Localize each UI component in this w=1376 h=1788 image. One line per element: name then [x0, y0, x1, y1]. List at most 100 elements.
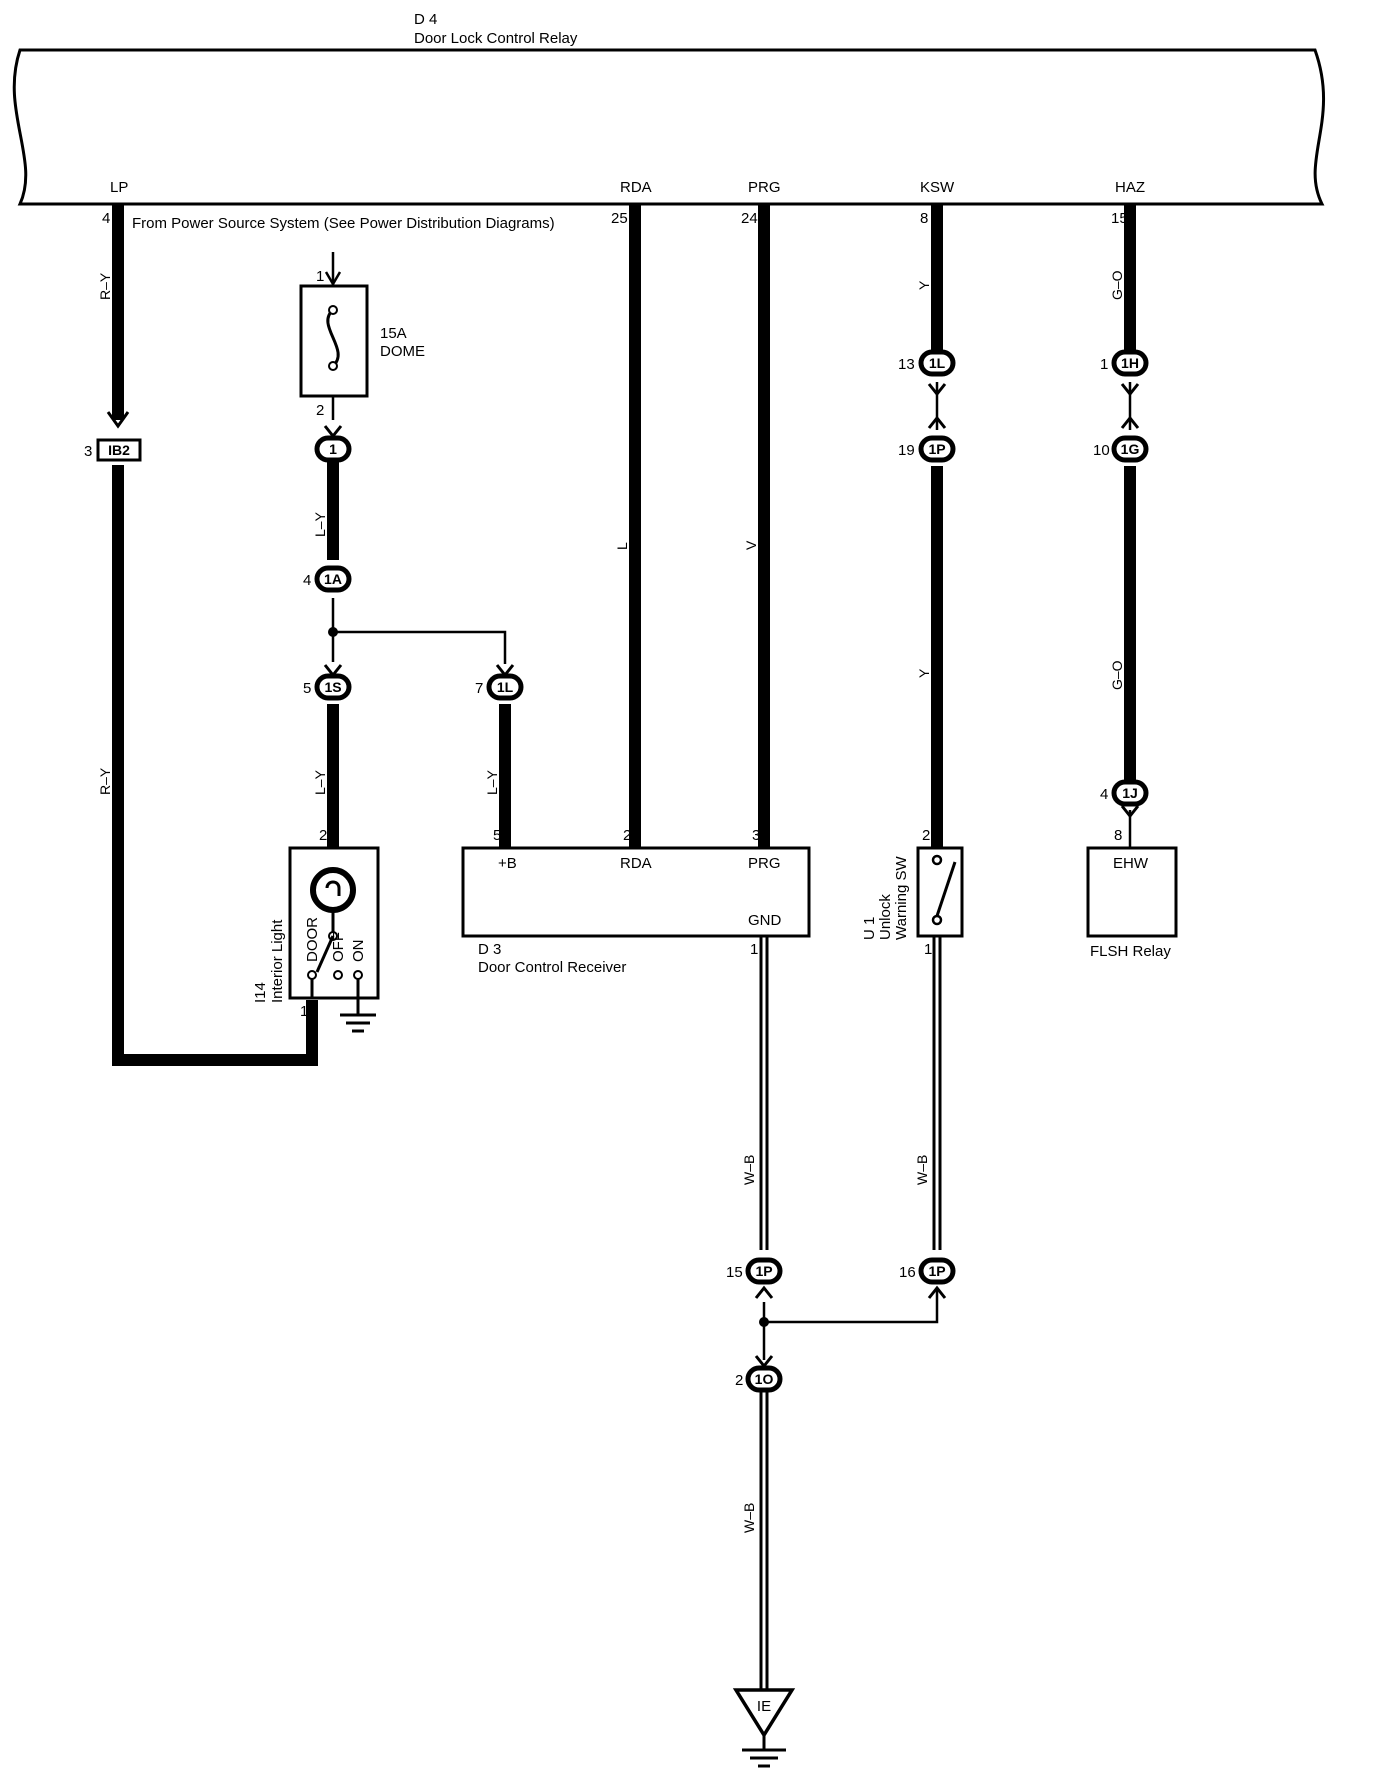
connector-1h: 1H 1 — [1100, 349, 1149, 377]
svg-text:13: 13 — [898, 356, 915, 373]
svg-text:1: 1 — [924, 941, 932, 958]
svg-text:1: 1 — [750, 941, 758, 958]
svg-text:3: 3 — [752, 827, 760, 844]
wire-color-lp-bottom: R–Y — [97, 767, 113, 795]
connector-1j: 1J 4 — [1100, 779, 1149, 819]
svg-text:19: 19 — [898, 442, 915, 459]
wire-color-prg: V — [743, 540, 759, 550]
pin-haz: 15 — [1111, 210, 1128, 227]
flasher-name: FLSH Relay — [1090, 943, 1171, 960]
wire-color-ksw-top: Y — [916, 280, 932, 290]
fuse-rating: 15A — [380, 325, 407, 342]
connector-1a: 1A 4 — [303, 565, 352, 593]
svg-text:8: 8 — [1114, 827, 1122, 844]
connector-1o: 1O 2 — [735, 1355, 783, 1393]
connector-1p-gnd16: 1P 16 — [899, 1257, 956, 1299]
relay-terminal-prg: PRG — [748, 179, 781, 196]
interior-light: 2 DOOR OFF ON I14 Interior Light 1 — [252, 827, 380, 1020]
pin-lp: 4 — [102, 210, 110, 227]
door-lock-control-relay: D 4 Door Lock Control Relay LP RDA PRG K… — [12, 11, 1325, 206]
interior-light-ref: I14 — [252, 982, 269, 1003]
lamp-icon — [310, 867, 356, 913]
door-control-receiver: 5 2 3 +B RDA PRG GND 1 D 3 Door Control … — [461, 827, 811, 976]
power-source-note: From Power Source System (See Power Dist… — [132, 215, 555, 232]
svg-text:1P: 1P — [928, 1263, 945, 1279]
svg-text:4: 4 — [1100, 786, 1108, 803]
connector-ib2: IB2 3 — [84, 438, 142, 462]
wire-color-dome-mid: L–Y — [312, 511, 328, 537]
svg-text:15: 15 — [726, 1264, 743, 1281]
svg-text:5: 5 — [493, 827, 501, 844]
fuse-dome: 15A DOME 1 2 — [299, 268, 425, 419]
svg-text:1: 1 — [300, 1003, 308, 1020]
connector-1l-branch: 1L 7 — [475, 664, 524, 701]
wire-color-branch: L–Y — [484, 769, 500, 795]
ground-icon — [742, 1748, 786, 1768]
fuse-pin-in: 1 — [316, 268, 324, 285]
ground-id: IE — [757, 1698, 771, 1715]
flasher-terminal-ehw: EHW — [1113, 855, 1149, 872]
svg-text:1O: 1O — [755, 1371, 774, 1387]
svg-text:1: 1 — [1100, 356, 1108, 373]
ground-symbol-light — [340, 1013, 376, 1033]
svg-text:1L: 1L — [929, 355, 946, 371]
svg-text:1: 1 — [329, 441, 337, 457]
connector-1g: 1G 10 — [1093, 383, 1149, 463]
wire-color-gnd-right: W–B — [914, 1155, 930, 1185]
svg-text:7: 7 — [475, 680, 483, 697]
position-door: DOOR — [304, 917, 321, 962]
interior-light-name: Interior Light — [269, 919, 286, 1003]
splice-point-ground — [759, 1317, 769, 1327]
switch-icon — [935, 861, 957, 917]
wire-color-haz-top: G–O — [1109, 270, 1125, 300]
connector-1s: 1S 5 — [303, 664, 352, 701]
relay-terminal-ksw: KSW — [920, 179, 955, 196]
arrow-ib2 — [106, 411, 130, 429]
pin-rda: 25 — [611, 210, 628, 227]
svg-text:2: 2 — [922, 827, 930, 844]
svg-text:1S: 1S — [324, 679, 341, 695]
wire-lp-bottom — [112, 465, 318, 1066]
flasher-relay: 8 EHW FLSH Relay — [1086, 827, 1178, 960]
receiver-terminal-b: +B — [498, 855, 517, 872]
connector-1: 1 — [314, 425, 352, 463]
receiver-ref: D 3 — [478, 941, 501, 958]
svg-text:1J: 1J — [1122, 785, 1138, 801]
wire-gnd-join — [764, 1290, 939, 1324]
arrow-power-in — [324, 271, 342, 287]
svg-text:3: 3 — [84, 443, 92, 460]
receiver-terminal-gnd: GND — [748, 912, 782, 929]
svg-text:2: 2 — [735, 1372, 743, 1389]
svg-text:10: 10 — [1093, 442, 1110, 459]
connector-1p-gnd15: 1P 15 — [726, 1257, 783, 1299]
svg-text:1G: 1G — [1121, 441, 1140, 457]
svg-text:16: 16 — [899, 1264, 916, 1281]
door-switch-icon — [315, 935, 335, 973]
connector-1l-ksw: 1L 13 — [898, 349, 956, 377]
fuse-name: DOME — [380, 343, 425, 360]
pin-ksw: 8 — [920, 210, 928, 227]
svg-text:2: 2 — [319, 827, 327, 844]
svg-text:1L: 1L — [497, 679, 514, 695]
position-off: OFF — [330, 932, 347, 962]
wire-branch-h — [333, 630, 507, 664]
unlock-switch-name-1: Unlock — [877, 894, 894, 940]
relay-terminal-haz: HAZ — [1115, 179, 1145, 196]
wire-color-dome-low: L–Y — [312, 769, 328, 795]
wire-color-rda: L — [614, 542, 630, 550]
pin-prg: 24 — [741, 210, 758, 227]
wire-color-gnd-left: W–B — [741, 1155, 757, 1185]
wire-color-gnd-bottom: W–B — [741, 1503, 757, 1533]
svg-text:1P: 1P — [928, 441, 945, 457]
unlock-switch-ref: U 1 — [861, 917, 878, 940]
unlock-warning-switch: 2 1 U 1 Unlock Warning SW — [861, 827, 964, 958]
unlock-switch-name-2: Warning SW — [893, 856, 910, 940]
relay-terminal-rda: RDA — [620, 179, 652, 196]
relay-name: Door Lock Control Relay — [414, 30, 578, 47]
receiver-terminal-rda: RDA — [620, 855, 652, 872]
svg-text:2: 2 — [623, 827, 631, 844]
receiver-name: Door Control Receiver — [478, 959, 626, 976]
wire-color-ksw-mid: Y — [916, 668, 932, 678]
wire-color-haz-mid: G–O — [1109, 660, 1125, 690]
